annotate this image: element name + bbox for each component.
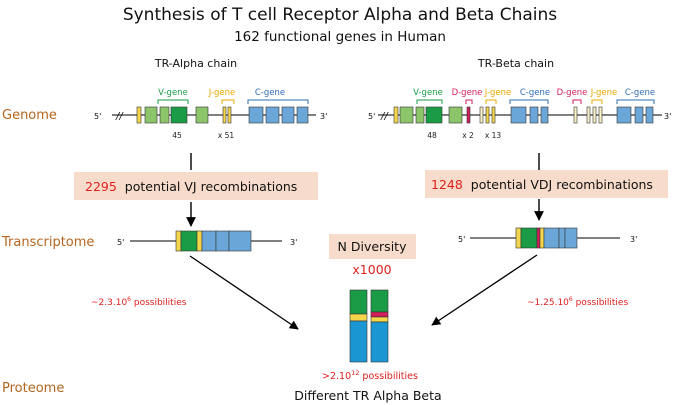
- alpha-genome-5prime: 5': [94, 112, 101, 121]
- alpha-j-count: x 51: [218, 131, 235, 140]
- beta-c-gene-label: C-gene: [520, 88, 550, 98]
- break-mark: //: [380, 111, 389, 122]
- alpha-j-gene-label: J-gene: [208, 88, 236, 98]
- alpha-transcript-5prime: 5': [117, 238, 124, 247]
- alpha-transcript-3prime: 3': [290, 238, 297, 247]
- beta-transcript-3prime: 3': [630, 235, 637, 244]
- beta-j-count: x 13: [485, 131, 502, 140]
- stage-proteome: Proteome: [2, 381, 64, 396]
- beta-c2-gene-label: C-gene: [625, 88, 655, 98]
- beta-genome-3prime: 3': [664, 112, 671, 121]
- final-possibilities: >2.1012 possibilities: [322, 369, 418, 382]
- alpha-recomb-number: 2295: [85, 179, 117, 194]
- alpha-v-count: 45: [172, 131, 182, 140]
- beta-recombination-box: 1248 potential VDJ recombinations: [425, 170, 668, 198]
- alpha-recomb-text: potential VJ recombinations: [125, 179, 298, 194]
- beta-genome-locus: 5' // 3' V-gene D-gene J-gene C-gene D-g…: [368, 88, 671, 140]
- alpha-to-protein-arrow: [189, 255, 299, 330]
- beta-genome-5prime: 5': [368, 112, 375, 121]
- page-subtitle: 162 functional genes in Human: [234, 29, 446, 45]
- beta-possibilities: ~1.25.106 possibilities: [527, 296, 628, 308]
- alpha-transcript: 5' 3': [117, 230, 297, 252]
- beta-recomb-number: 1248: [431, 177, 463, 192]
- alpha-possibilities: ~2.3.106 possibilities: [91, 296, 187, 308]
- final-label: Different TR Alpha Beta: [294, 388, 441, 403]
- beta-recomb-text: potential VDJ recombinations: [471, 177, 653, 192]
- stage-genome: Genome: [2, 108, 57, 123]
- beta-j-gene-label: J-gene: [484, 88, 512, 98]
- beta-j2-gene-label: J-gene: [590, 88, 618, 98]
- beta-transcript-5prime: 5': [458, 235, 465, 244]
- beta-to-protein-arrow: [431, 254, 538, 326]
- alpha-c-gene-label: C-gene: [255, 88, 285, 98]
- beta-v-gene-label: V-gene: [413, 88, 443, 98]
- n-diversity-label: N Diversity: [338, 239, 408, 254]
- alpha-v-gene-label: V-gene: [158, 88, 188, 98]
- alpha-chain-label: TR-Alpha chain: [154, 57, 237, 70]
- alpha-recombination-box: 2295 potential VJ recombinations: [74, 172, 318, 200]
- beta-chain-label: TR-Beta chain: [477, 57, 554, 70]
- beta-transcript: 5' 3': [458, 227, 637, 249]
- stage-transcriptome: Transcriptome: [1, 235, 94, 250]
- beta-d-count: x 2: [462, 131, 474, 140]
- beta-protein-bar: [370, 289, 389, 363]
- alpha-genome-locus: 5' // 3' V-gene J-gene C-gene 45 x 51: [94, 88, 327, 140]
- svg-text:2295 potential VJ recomb: 2295 potential VJ recombinations: [85, 179, 297, 194]
- n-diversity-box: N Diversity x1000: [329, 234, 416, 277]
- alpha-genome-3prime: 3': [320, 112, 327, 121]
- break-mark: //: [115, 111, 124, 122]
- page-title: Synthesis of T cell Receptor Alpha and B…: [123, 5, 557, 25]
- beta-d2-gene-label: D-gene: [557, 88, 588, 98]
- alpha-protein-bar: [349, 289, 368, 363]
- beta-d-gene-label: D-gene: [452, 88, 483, 98]
- svg-text:1248 potential VDJ recom: 1248 potential VDJ recombinations: [431, 177, 653, 192]
- n-diversity-multiplier: x1000: [352, 262, 391, 277]
- beta-v-count: 48: [427, 131, 437, 140]
